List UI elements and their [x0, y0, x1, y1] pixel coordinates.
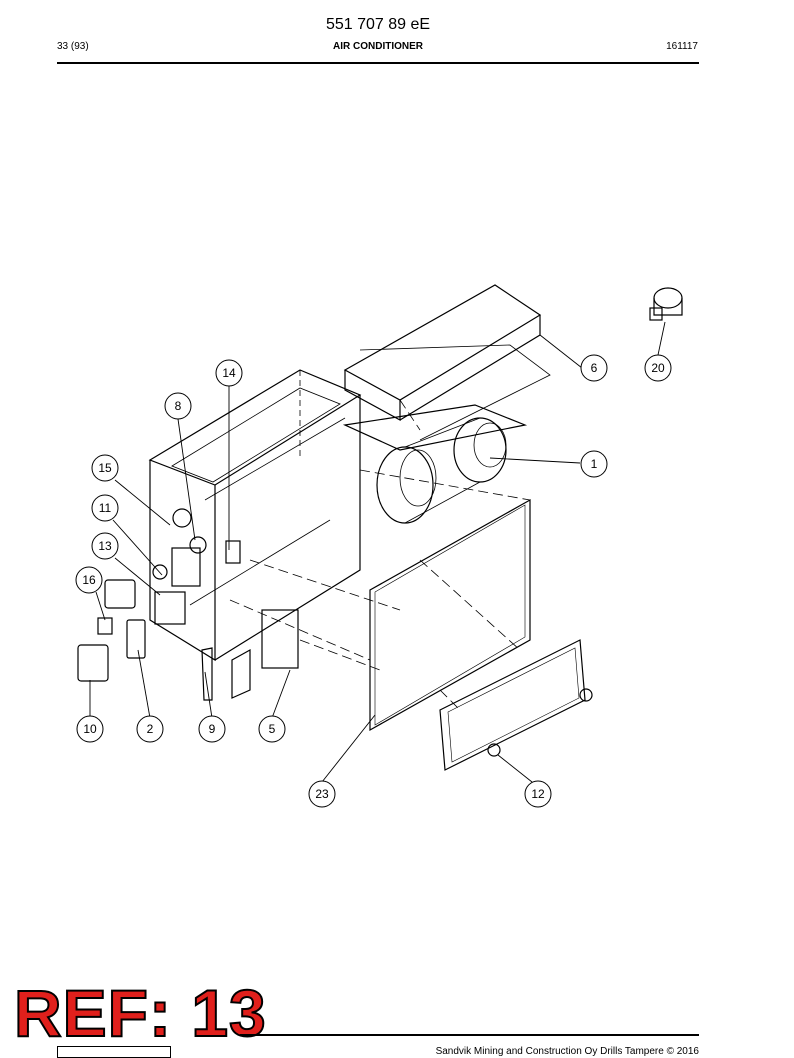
- svg-text:20: 20: [651, 361, 665, 375]
- svg-text:13: 13: [98, 539, 112, 553]
- control-components: [77, 508, 593, 757]
- callout-13: 13: [91, 532, 119, 560]
- section-title: AIR CONDITIONER: [333, 41, 423, 52]
- date-code: 161117: [666, 41, 698, 52]
- copyright-notice: Sandvik Mining and Construction Oy Drill…: [435, 1046, 699, 1057]
- svg-text:16: 16: [82, 573, 96, 587]
- callout-8: 8: [164, 392, 192, 420]
- header-rule: [57, 62, 699, 64]
- callout-23: 23: [308, 780, 336, 808]
- expansion-valve-component: [649, 287, 683, 321]
- svg-text:2: 2: [147, 722, 154, 736]
- callout-12: 12: [524, 780, 552, 808]
- housing-frame: [148, 369, 362, 662]
- svg-text:6: 6: [591, 361, 598, 375]
- svg-text:15: 15: [98, 461, 112, 475]
- leader-lines: [89, 321, 666, 783]
- svg-text:14: 14: [222, 366, 236, 380]
- callout-20: 20: [644, 354, 672, 382]
- callout-balloons: 1 2 5 6 8 9 10 11 12 13 14 15 16 20 23: [75, 354, 672, 808]
- document-number: 551 707 89 eE: [325, 16, 431, 33]
- callout-1: 1: [580, 450, 608, 478]
- callout-2: 2: [136, 715, 164, 743]
- blower-assembly: [342, 404, 528, 524]
- svg-text:11: 11: [99, 501, 112, 515]
- callout-10: 10: [76, 715, 104, 743]
- callout-14: 14: [215, 359, 243, 387]
- company-logo: [57, 1046, 171, 1058]
- svg-text:5: 5: [269, 722, 276, 736]
- svg-text:23: 23: [315, 787, 329, 801]
- assembly-lines: [229, 399, 531, 711]
- svg-text:1: 1: [591, 457, 598, 471]
- footer-rule: [240, 1034, 699, 1036]
- front-panel: [369, 498, 531, 732]
- svg-text:10: 10: [83, 722, 97, 736]
- callout-5: 5: [258, 715, 286, 743]
- callout-6: 6: [580, 354, 608, 382]
- svg-text:12: 12: [531, 787, 545, 801]
- callout-15: 15: [91, 454, 119, 482]
- ref-stamp: REF: 13: [13, 976, 267, 1050]
- page-reference: 33 (93): [57, 41, 89, 52]
- louvre-grille: [439, 639, 586, 771]
- callout-11: 11: [91, 494, 119, 522]
- top-cover: [343, 284, 551, 441]
- svg-text:8: 8: [175, 399, 182, 413]
- callout-9: 9: [198, 715, 226, 743]
- callout-16: 16: [75, 566, 103, 594]
- svg-text:9: 9: [209, 722, 216, 736]
